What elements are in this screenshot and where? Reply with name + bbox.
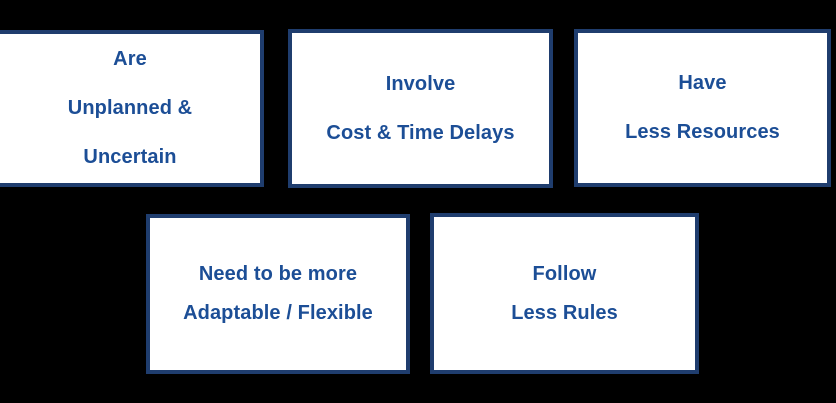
box-less-resources[interactable]: Have Less Resources	[574, 29, 831, 187]
box-adaptable-flexible-line-1: Need to be more	[198, 263, 358, 285]
box-adaptable-flexible[interactable]: Need to be more Adaptable / Flexible	[146, 214, 410, 374]
box-unplanned-uncertain-line-3: Uncertain	[83, 146, 177, 168]
box-unplanned-uncertain[interactable]: Are Unplanned & Uncertain	[0, 30, 264, 187]
box-adaptable-flexible-line-2: Adaptable / Flexible	[183, 302, 373, 324]
box-cost-time-delays[interactable]: Involve Cost & Time Delays	[288, 29, 553, 188]
box-less-resources-line-2: Less Resources	[625, 121, 780, 143]
box-unplanned-uncertain-line-1: Are	[113, 48, 147, 70]
box-less-resources-line-1: Have	[678, 72, 727, 94]
box-less-rules-line-2: Less Rules	[511, 301, 618, 324]
box-cost-time-delays-line-2: Cost & Time Delays	[326, 121, 515, 144]
box-less-rules-line-1: Follow	[532, 262, 597, 285]
box-unplanned-uncertain-line-2: Unplanned &	[67, 97, 193, 119]
box-less-rules[interactable]: Follow Less Rules	[430, 213, 699, 374]
box-cost-time-delays-line-1: Involve	[385, 72, 456, 95]
